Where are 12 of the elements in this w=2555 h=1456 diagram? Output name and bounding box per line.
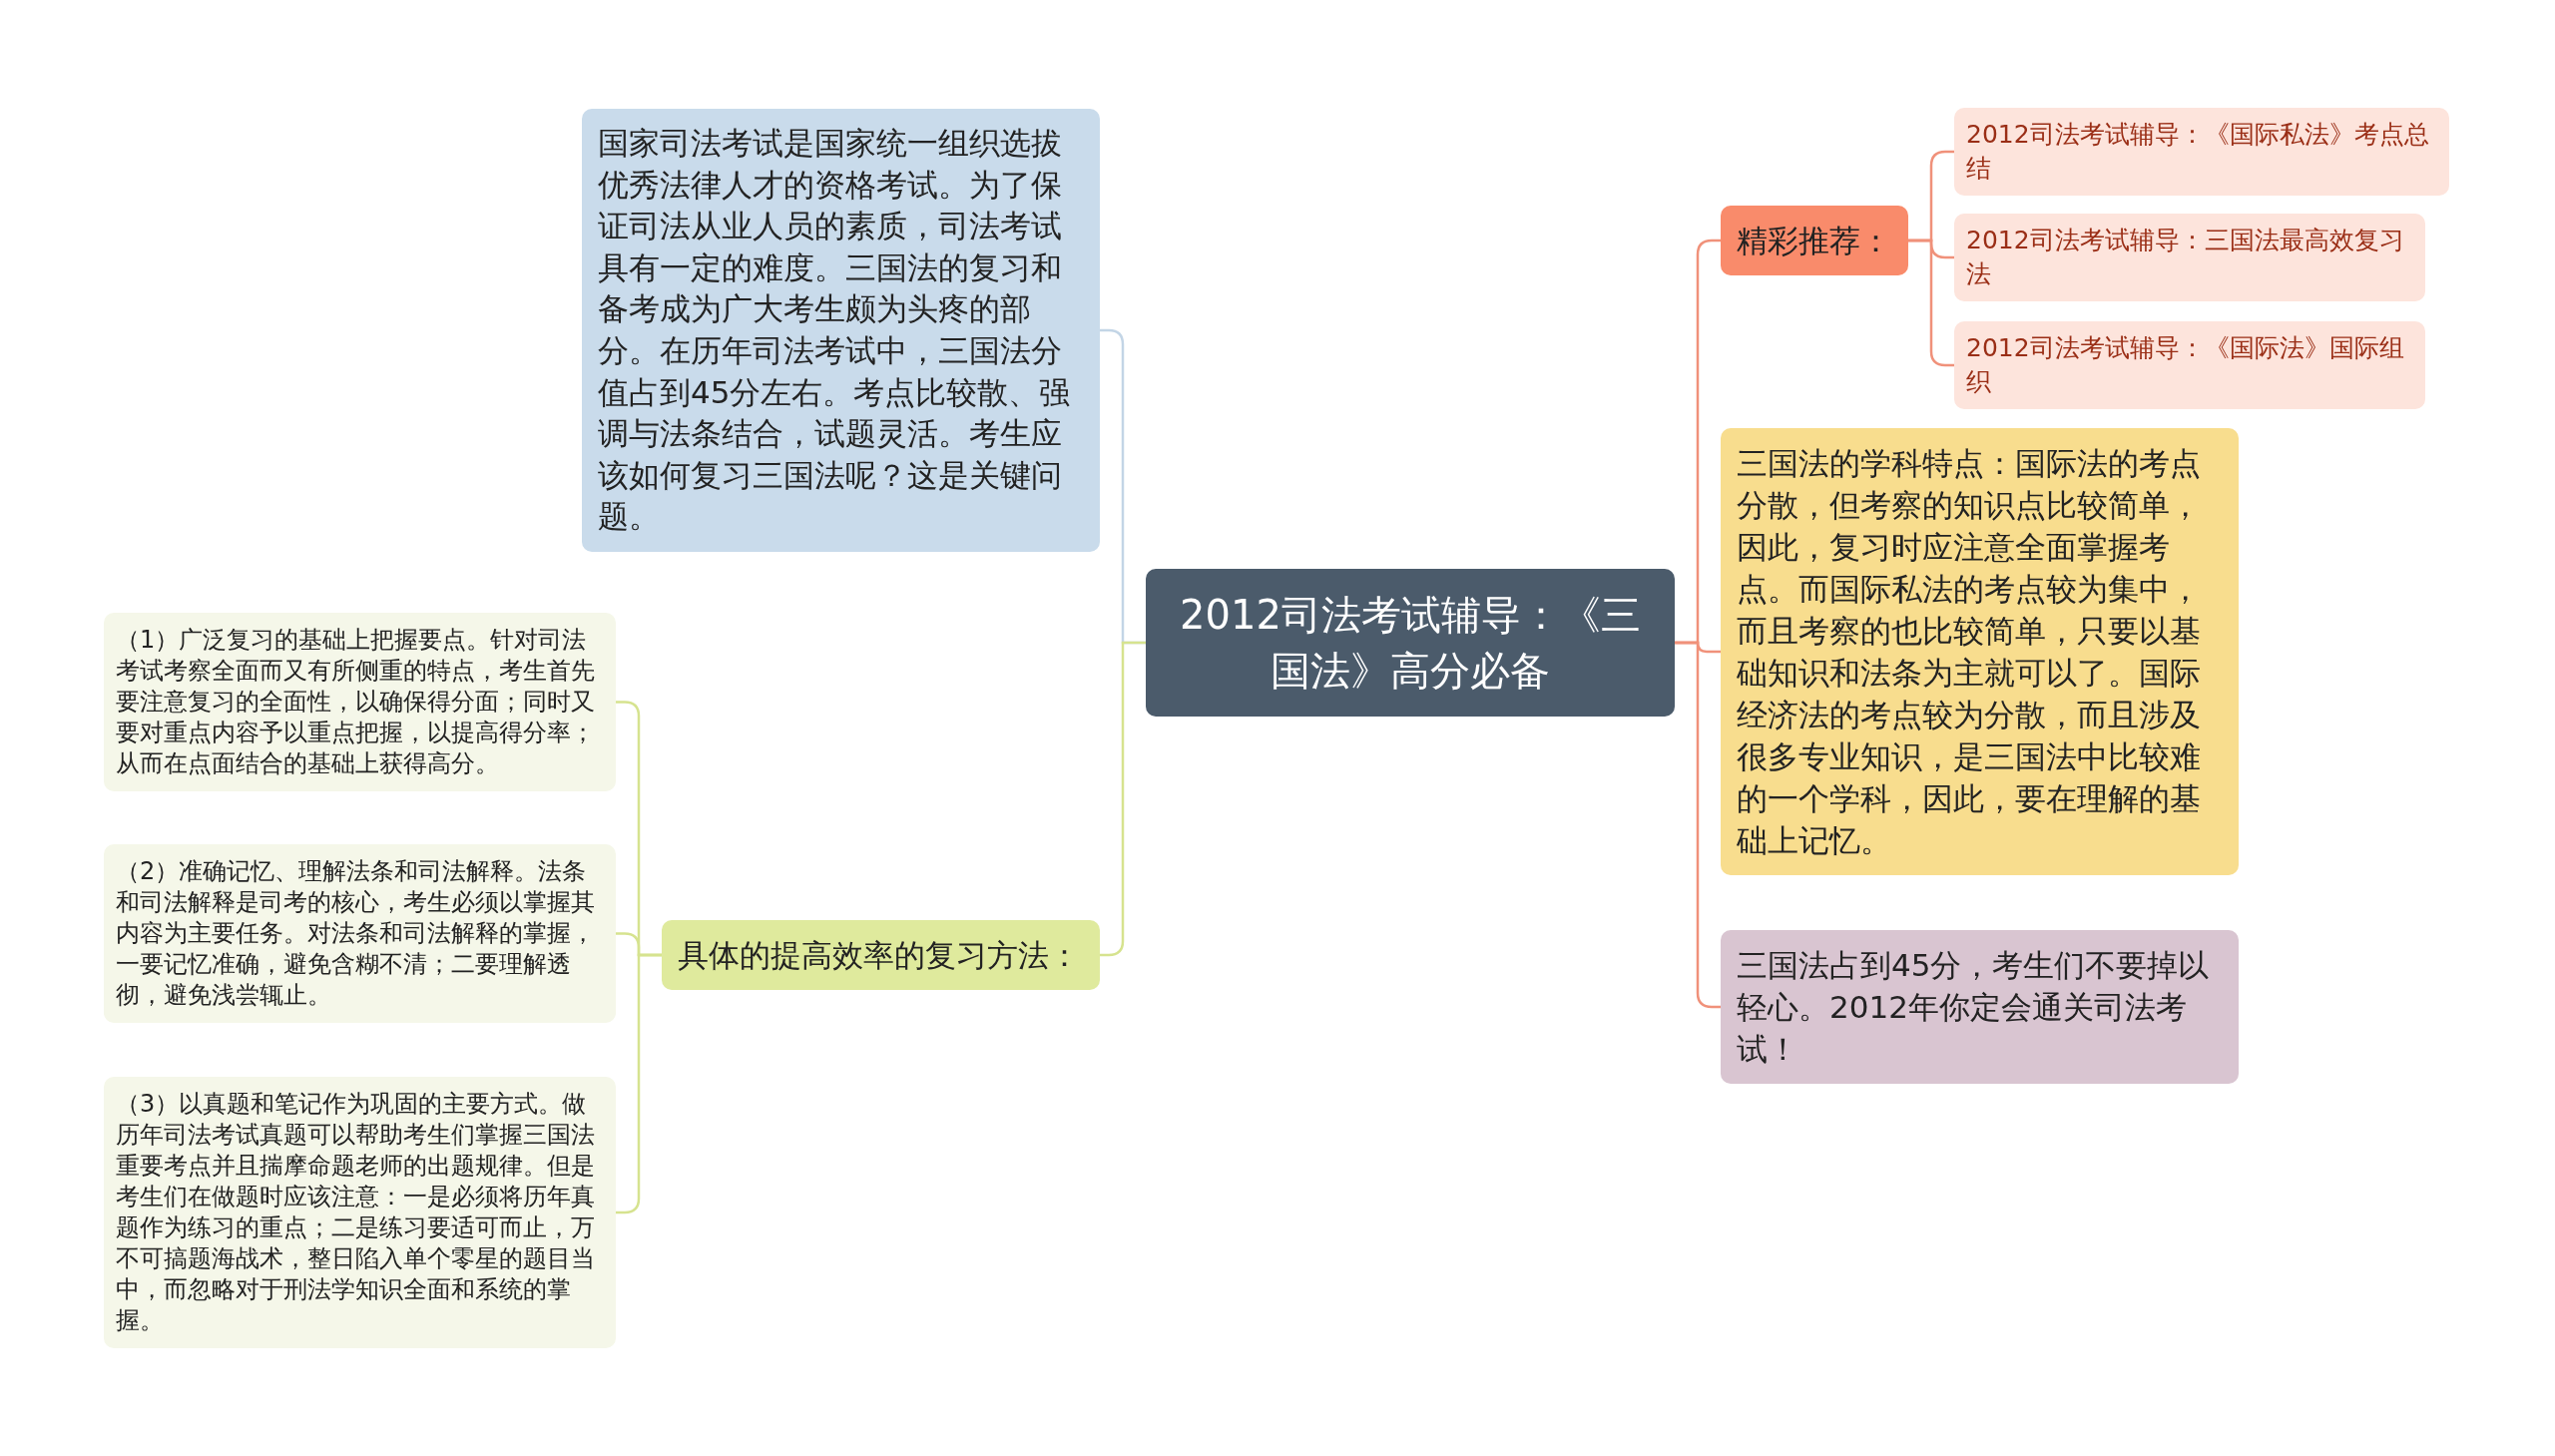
subtopic-box: 2012司法考试辅导：《国际法》国际组织 bbox=[1954, 321, 2425, 409]
topic-box: 精彩推荐： bbox=[1721, 206, 1908, 275]
subtopic-box: （1）广泛复习的基础上把握要点。针对司法考试考察全面而又有所侧重的特点，考生首先要注意复习的全面性，以确保得分面；同时又要对重点内容予以重点把握，以提高得分率；从而在点面结合的基础上获得高分。 bbox=[104, 613, 616, 791]
topic-box: 国家司法考试是国家统一组织选拔优秀法律人才的资格考试。为了保证司法从业人员的素质，司法考试具有一定的难度。三国法的复习和备考成为广大考生颇为头疼的部分。在历年司法考试中，三国法分值占到45分左右。考点比较散、强调与法条结合，试题灵活。考生应该如何复习三国法呢？这是关键问题。 bbox=[582, 109, 1100, 552]
subtopic-box: （3）以真题和笔记作为巩固的主要方式。做历年司法考试真题可以帮助考生们掌握三国法重要考点并且揣摩命题老师的出题规律。但是考生们在做题时应该注意：一是必须将历年真题作为练习的重点；二是练习要适可而止，万不可搞题海战术，整日陷入单个零星的题目当中，而忽略对于刑法学知识全面和系统的掌握。 bbox=[104, 1077, 616, 1348]
topic-box: 具体的提高效率的复习方法： bbox=[662, 920, 1100, 990]
subtopic-box: 2012司法考试辅导：《国际私法》考点总结 bbox=[1954, 108, 2449, 196]
topic-box: 三国法占到45分，考生们不要掉以轻心。2012年你定会通关司法考试！ bbox=[1721, 930, 2239, 1084]
topic-box: 三国法的学科特点：国际法的考点分散，但考察的知识点比较简单，因此，复习时应注意全面掌握考点。而国际私法的考点较为集中，而且考察的也比较简单，只要以基础知识和法条为主就可以了。国际经济法的考点较为分散，而且涉及很多专业知识，是三国法中比较难的一个学科，因此，要在理解的基础上记忆。 bbox=[1721, 428, 2239, 875]
central-topic-box: 2012司法考试辅导：《三国法》高分必备 bbox=[1146, 569, 1675, 717]
subtopic-box: （2）准确记忆、理解法条和司法解释。法条和司法解释是司考的核心，考生必须以掌握其内容为主要任务。对法条和司法解释的掌握，一要记忆准确，避免含糊不清；二要理解透彻，避免浅尝辄止。 bbox=[104, 844, 616, 1023]
subtopic-box: 2012司法考试辅导：三国法最高效复习法 bbox=[1954, 214, 2425, 301]
